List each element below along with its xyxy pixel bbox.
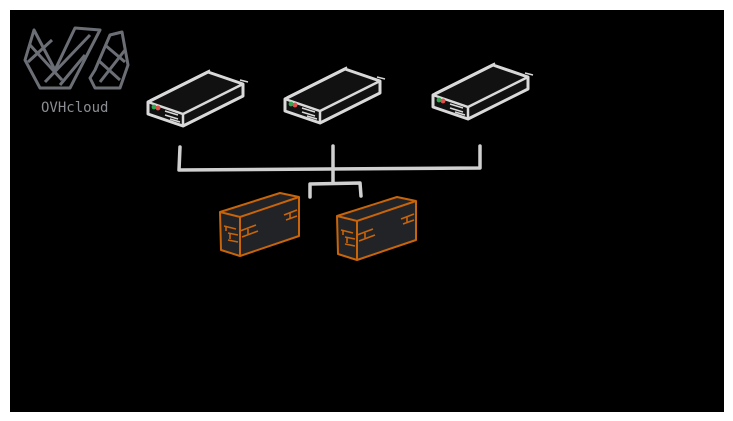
firewall-2 xyxy=(336,196,417,261)
server-3 xyxy=(431,61,535,121)
firewall-1 xyxy=(219,192,300,257)
logo-text: OVHcloud xyxy=(41,100,109,116)
server-2 xyxy=(283,65,387,125)
connector-bracket xyxy=(177,144,482,199)
ovhcloud-logo xyxy=(23,26,130,90)
server-1 xyxy=(146,68,250,128)
